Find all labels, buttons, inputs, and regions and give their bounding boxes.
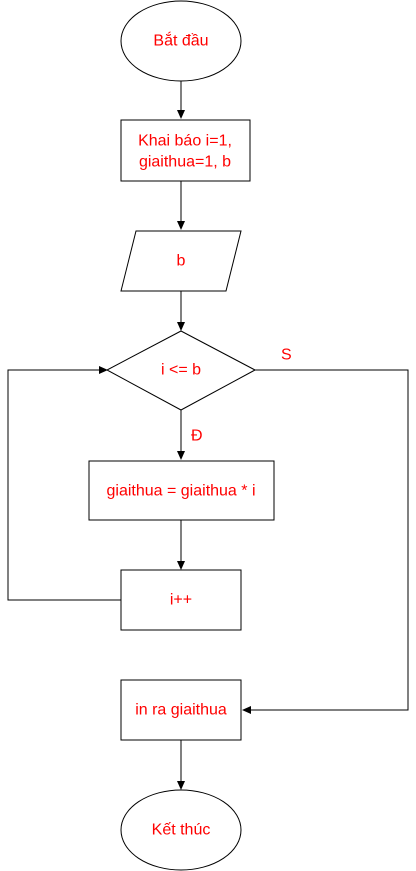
increment-label: i++	[170, 592, 192, 609]
multiply-label: giaithua = giaithua * i	[107, 483, 256, 500]
end-label: Kết thúc	[152, 822, 211, 839]
multiply-node	[88, 460, 275, 521]
start-node	[120, 0, 242, 82]
start-label: Bắt đầu	[153, 31, 208, 50]
edge-increment-loop-back	[7, 366, 121, 601]
edges	[7, 81, 409, 790]
input-b-label: b	[177, 253, 186, 270]
false-branch-label: S	[281, 347, 292, 364]
condition-node	[105, 330, 257, 411]
output-label: in ra giaithua	[135, 702, 227, 719]
output-node	[120, 679, 242, 741]
increment-node	[120, 569, 242, 631]
declare-node	[120, 119, 251, 182]
declare-label-line1: Khai báo i=1,	[138, 133, 232, 150]
input-b-node	[120, 230, 242, 292]
condition-label: i <= b	[161, 362, 201, 379]
end-node	[120, 789, 242, 871]
edge-condition-false-to-output	[242, 369, 409, 714]
node-labels: Bắt đầu Khai báo i=1, giaithua=1, b b i …	[107, 31, 256, 839]
true-branch-label: Đ	[191, 428, 203, 445]
edge-labels: Đ S	[191, 347, 292, 445]
declare-label-line2: giaithua=1, b	[139, 154, 231, 171]
nodes	[88, 0, 275, 871]
